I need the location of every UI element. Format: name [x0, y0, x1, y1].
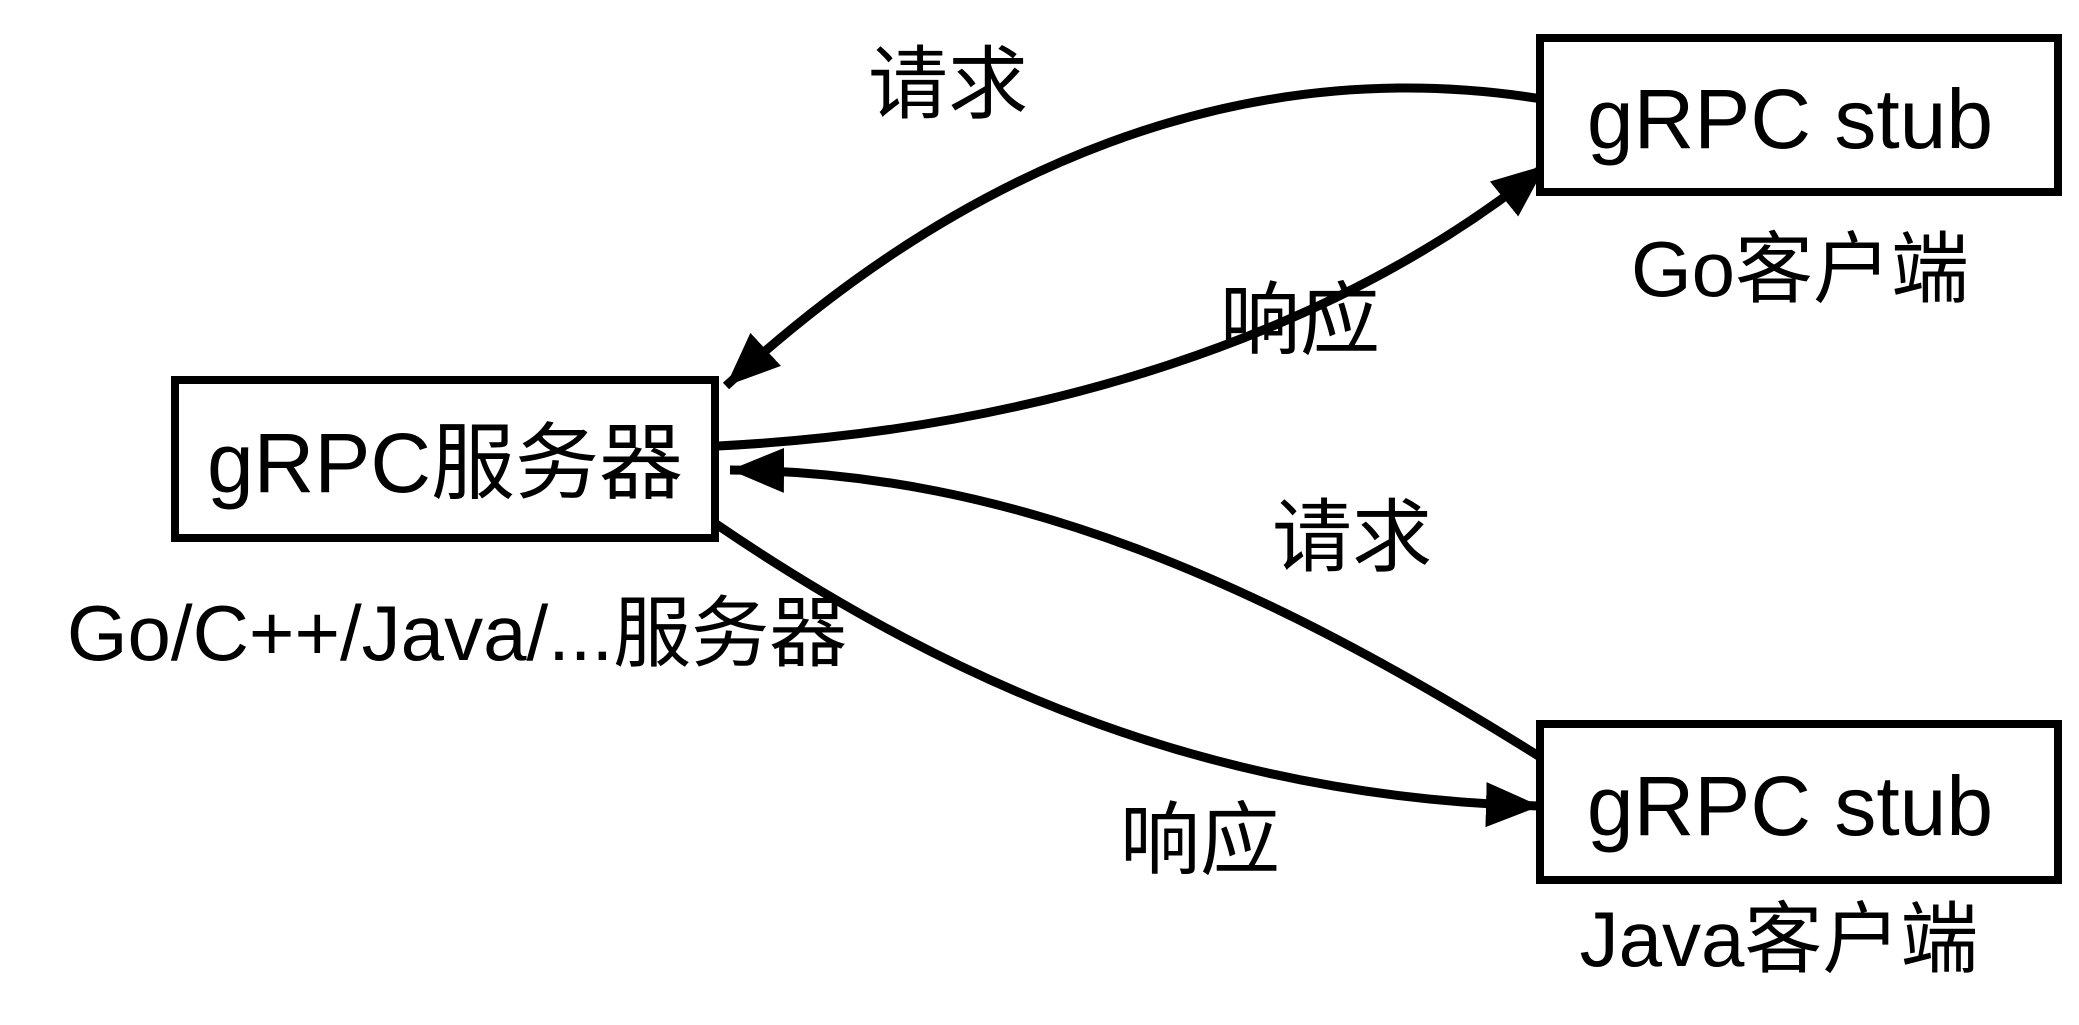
edge-label-go-response: 响应	[1220, 276, 1380, 365]
java-stub-title: gRPC stub	[1587, 759, 1993, 853]
grpc-server-caption: Go/C++/Java/...服务器	[67, 589, 847, 677]
node-go-stub: gRPC stub Go客户端	[1536, 34, 2062, 313]
node-grpc-server: gRPC服务器 Go/C++/Java/...服务器	[67, 376, 847, 677]
edge-go-request-curve	[722, 83, 1549, 390]
node-java-stub: gRPC stub Java客户端	[1536, 720, 2062, 983]
edge-label-go-request: 请求	[868, 40, 1028, 129]
java-stub-caption: Java客户端	[1580, 895, 1979, 983]
grpc-server-title: gRPC服务器	[207, 416, 683, 510]
java-stub-box	[1536, 720, 2062, 884]
edge-go-response-curve	[717, 161, 1549, 451]
edge-java-request-curve	[729, 447, 1551, 766]
edge-label-java-request: 请求	[1272, 493, 1432, 582]
go-stub-box	[1536, 34, 2062, 196]
grpc-server-box	[171, 376, 719, 542]
go-stub-title: gRPC stub	[1587, 72, 1993, 166]
edge-java-response-curve	[713, 520, 1541, 828]
go-stub-caption: Go客户端	[1631, 225, 1969, 313]
edge-label-java-response: 响应	[1120, 796, 1280, 885]
